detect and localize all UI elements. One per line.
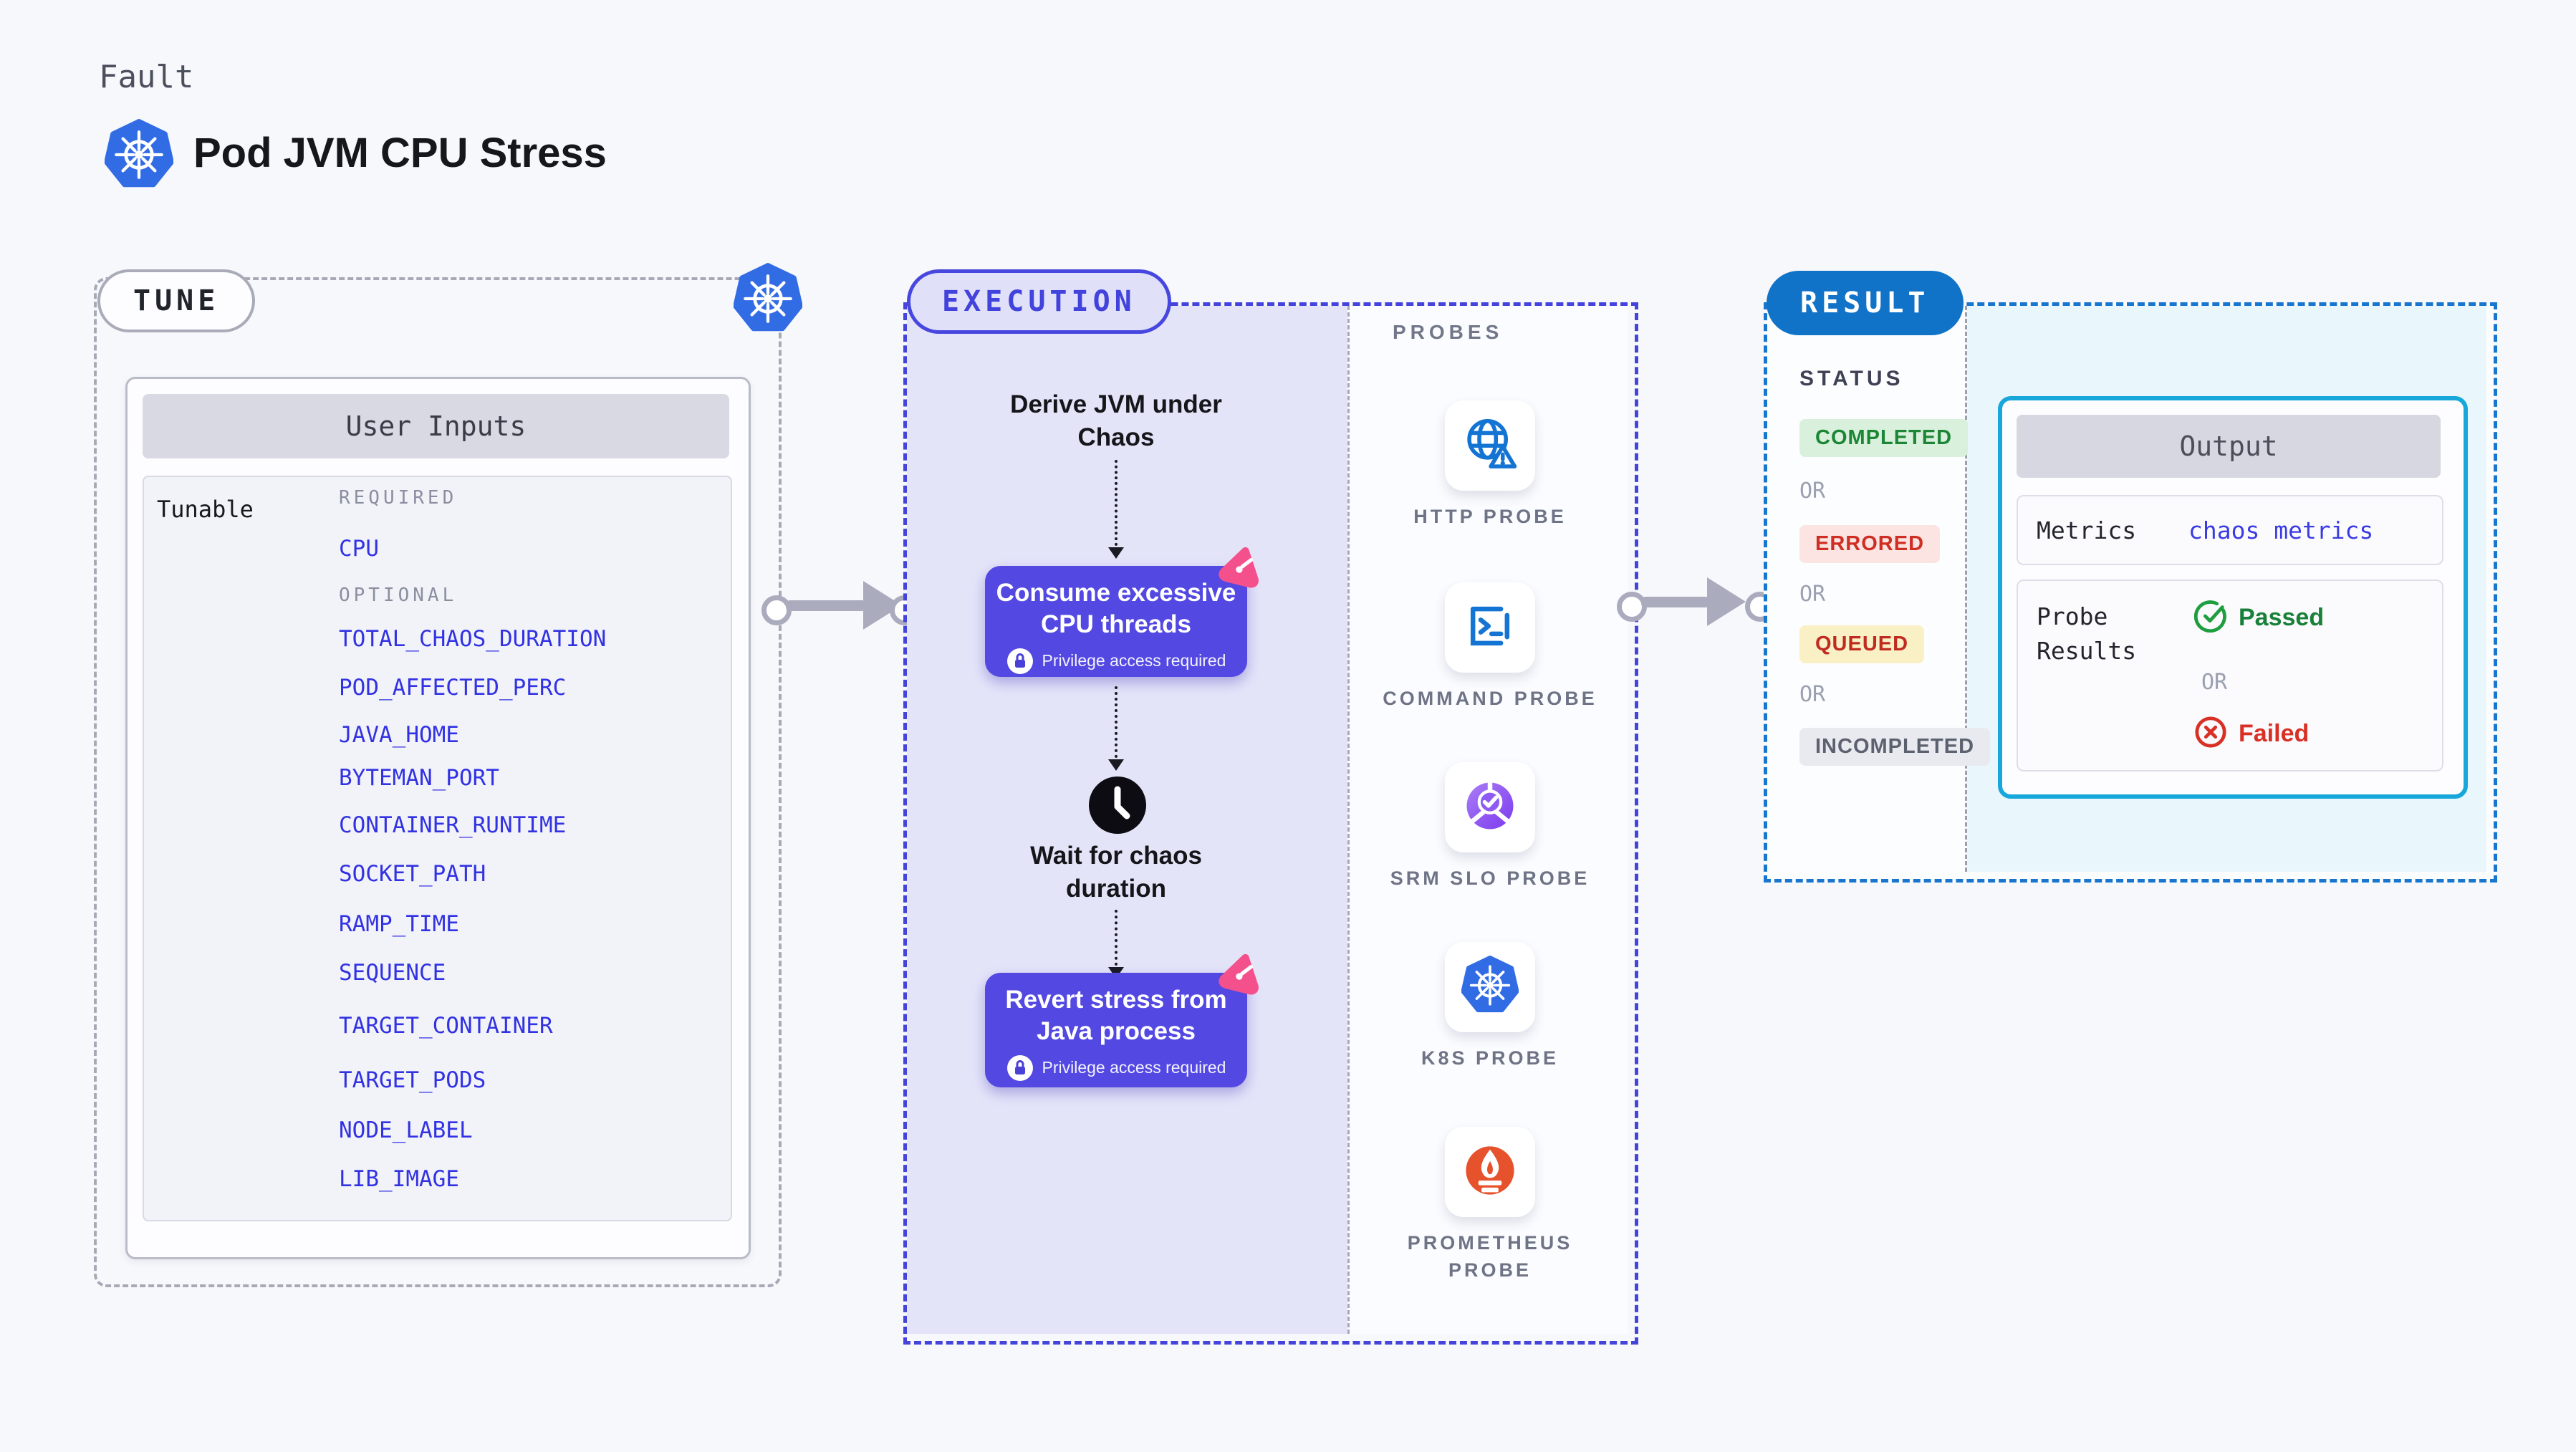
kubernetes-icon (104, 119, 174, 188)
step-derive-jvm: Derive JVM under Chaos (1010, 390, 1222, 451)
passed-label: Passed (2239, 604, 2325, 631)
x-circle-icon (2194, 716, 2227, 752)
probe-result-passed: Passed (2193, 600, 2325, 636)
prometheus-flame-icon (1462, 1143, 1518, 1202)
status-badge-errored: ERRORED (1799, 525, 1941, 563)
probe-card-command (1445, 582, 1535, 673)
failed-label: Failed (2239, 720, 2310, 747)
or-label: OR (1799, 682, 1826, 707)
or-label: OR (1799, 582, 1826, 607)
param-item: LIB_IMAGE (339, 1166, 459, 1192)
slo-gauge-icon (1462, 778, 1518, 837)
probes-column-label: PROBES (1393, 321, 1504, 343)
tune-section-badge: TUNE (97, 269, 256, 332)
probe-results-row: Probe Results Passed OR (2017, 580, 2443, 771)
probe-results-label: Probe Results (2037, 602, 2137, 665)
param-item: TOTAL_CHAOS_DURATION (339, 626, 607, 652)
lock-icon (1006, 648, 1034, 675)
step-revert-stress-label: Revert stress from Java process (1005, 986, 1227, 1045)
probe-label-prometheus: PROMETHEUS PROBE (1407, 1232, 1573, 1281)
kubernetes-icon (1461, 956, 1519, 1019)
param-item: RAMP_TIME (339, 911, 459, 937)
kubernetes-icon (733, 263, 803, 332)
check-circle-icon (2193, 600, 2227, 636)
param-item: BYTEMAN_PORT (339, 765, 499, 791)
probe-card-k8s (1445, 942, 1535, 1032)
terminal-icon (1462, 598, 1518, 658)
tunable-label: Tunable (157, 496, 254, 523)
execution-section-badge: EXECUTION (907, 269, 1171, 334)
probe-label-http: HTTP PROBE (1413, 506, 1567, 527)
privilege-note: Privilege access required (1042, 1058, 1226, 1077)
chaos-spark-icon (1218, 950, 1265, 997)
step-connector (1115, 686, 1118, 758)
probe-result-failed: Failed (2194, 716, 2309, 752)
clock-icon (1087, 775, 1148, 835)
step-consume-cpu-card: Consume excessive CPU threads Privilege … (985, 566, 1247, 677)
lock-icon (1006, 1054, 1034, 1082)
user-inputs-header: User Inputs (143, 394, 729, 458)
param-item: CONTAINER_RUNTIME (339, 812, 567, 838)
result-divider (1965, 306, 1967, 872)
probe-card-http (1445, 400, 1535, 491)
step-connector-arrowhead (1108, 547, 1124, 559)
metrics-row: Metrics chaos metrics (2017, 495, 2443, 565)
param-item: POD_AFFECTED_PERC (339, 675, 567, 701)
param-item: SOCKET_PATH (339, 861, 486, 887)
output-card-header: Output (2017, 415, 2441, 478)
param-item: JAVA_HOME (339, 722, 459, 748)
step-revert-stress-card: Revert stress from Java process Privileg… (985, 973, 1247, 1087)
tune-section-box (94, 277, 782, 1287)
param-item: TARGET_CONTAINER (339, 1013, 553, 1039)
globe-warning-icon (1461, 415, 1519, 476)
probe-card-srm-slo (1445, 762, 1535, 852)
step-connector (1115, 910, 1118, 966)
step-connector-arrowhead (1108, 759, 1124, 771)
page-title: Pod JVM CPU Stress (193, 130, 607, 176)
user-inputs-list (143, 476, 732, 1221)
fault-kind-label: Fault (99, 59, 194, 95)
chaos-spark-icon (1218, 543, 1265, 590)
step-connector (1115, 460, 1118, 546)
privilege-note: Privilege access required (1042, 651, 1226, 670)
step-wait-duration: Wait for chaos duration (1030, 842, 1202, 903)
metrics-value: chaos metrics (2188, 516, 2374, 544)
probe-label-srm-slo: SRM SLO PROBE (1390, 867, 1590, 889)
probe-label-k8s: K8S PROBE (1421, 1047, 1559, 1069)
probe-card-prometheus (1445, 1127, 1535, 1217)
param-item: NODE_LABEL (339, 1117, 473, 1143)
required-group-label: REQUIRED (339, 487, 458, 509)
execution-section-box (903, 302, 1638, 1345)
output-card: Output Metrics chaos metrics Probe Resul… (1998, 396, 2468, 799)
probe-label-command: COMMAND PROBE (1383, 688, 1597, 709)
status-badge-queued: QUEUED (1799, 625, 1925, 663)
param-item: SEQUENCE (339, 960, 446, 986)
status-column-label: STATUS (1799, 367, 1904, 390)
status-badge-incompleted: INCOMPLETED (1799, 728, 1991, 766)
step-consume-cpu-label: Consume excessive CPU threads (996, 579, 1236, 638)
param-item: CPU (339, 536, 379, 562)
optional-group-label: OPTIONAL (339, 585, 458, 606)
or-label: OR (2201, 670, 2228, 695)
or-label: OR (1799, 479, 1826, 504)
execution-probes-divider (1347, 306, 1350, 1334)
status-badge-completed: COMPLETED (1799, 419, 1969, 457)
param-item: TARGET_PODS (339, 1067, 486, 1093)
result-section-badge: RESULT (1767, 271, 1964, 335)
metrics-label: Metrics (2037, 516, 2137, 544)
